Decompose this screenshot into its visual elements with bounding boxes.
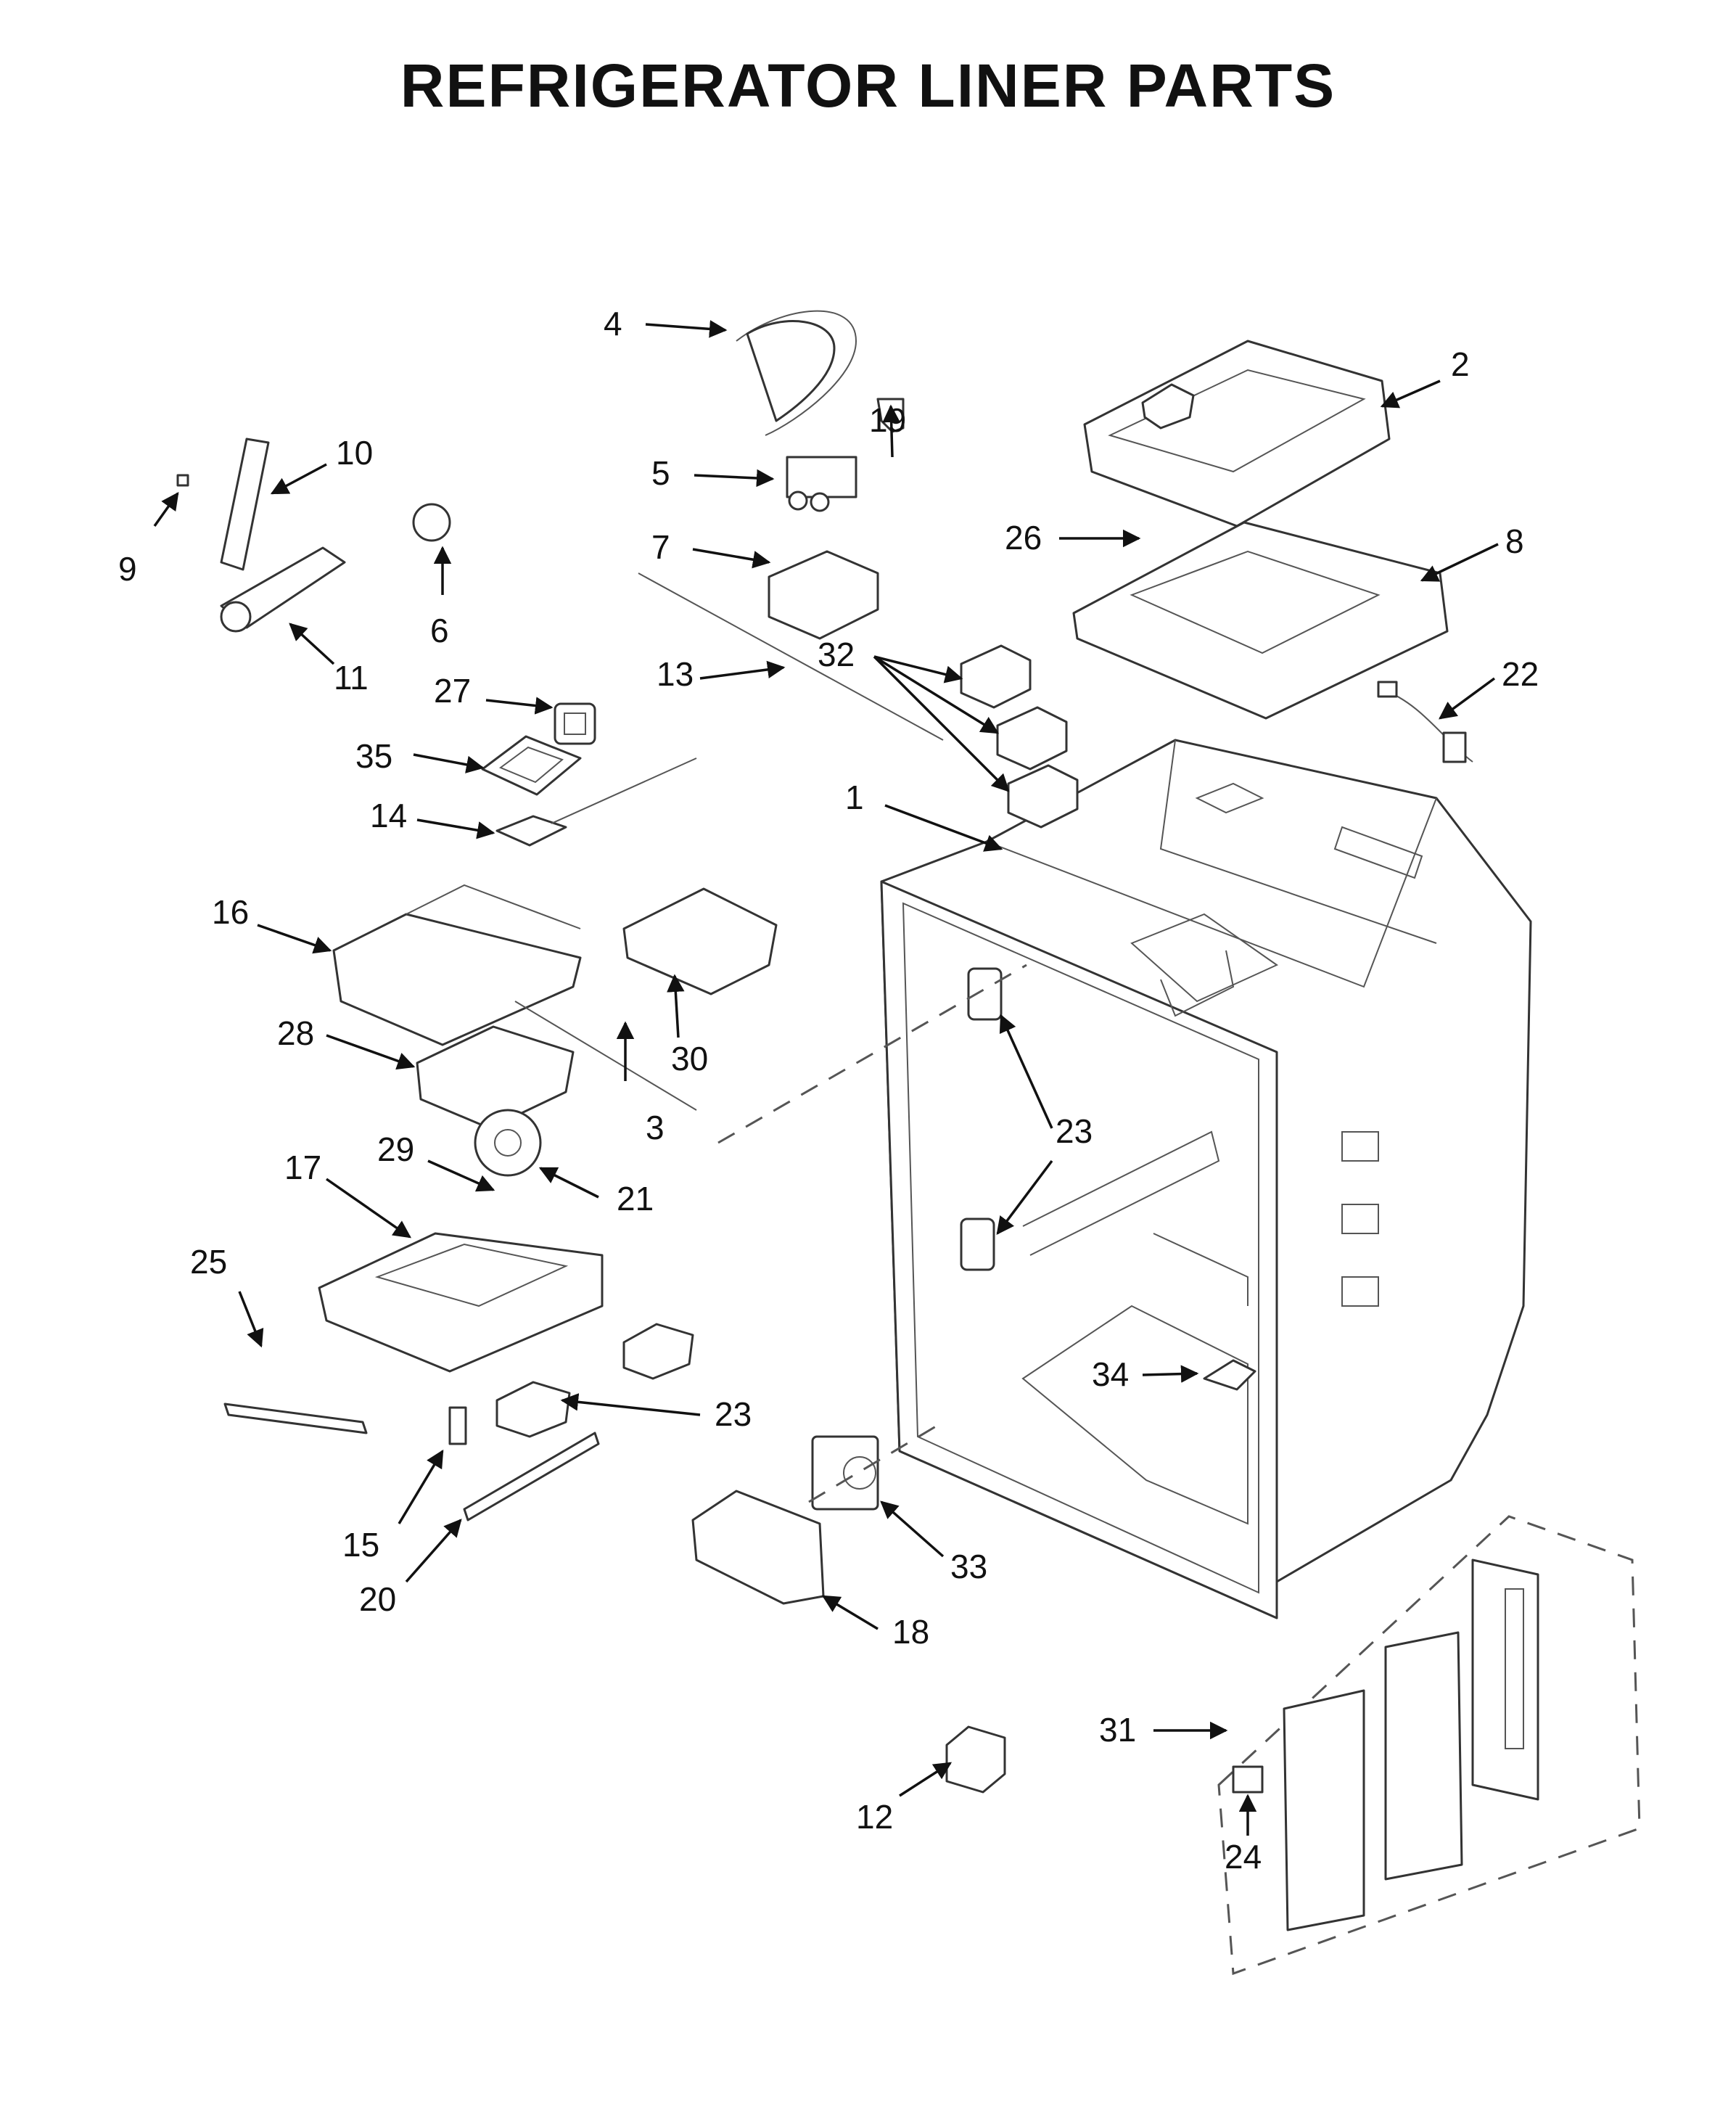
leader-lines xyxy=(153,320,1499,1836)
lamp-32-group xyxy=(960,644,1079,829)
callout-12: 12 xyxy=(856,1798,893,1836)
callout-32: 32 xyxy=(818,636,855,673)
callout-10: 10 xyxy=(336,434,373,472)
callout-19: 19 xyxy=(869,401,906,439)
callout-23b: 23 xyxy=(715,1395,752,1433)
callout-34: 34 xyxy=(1092,1355,1129,1393)
callout-14: 14 xyxy=(370,797,407,834)
lamp-23-lower xyxy=(495,1323,694,1438)
panel-24 xyxy=(1232,1765,1264,1794)
part-34 xyxy=(1203,1359,1256,1391)
callout-8: 8 xyxy=(1505,522,1524,560)
callout-11: 11 xyxy=(334,659,369,697)
callout-3: 3 xyxy=(646,1109,665,1146)
rail-25 xyxy=(223,1403,368,1434)
board-28 xyxy=(416,1025,575,1130)
valve-5 xyxy=(786,456,857,512)
callout-22: 22 xyxy=(1502,655,1539,693)
callout-15: 15 xyxy=(342,1526,379,1564)
projection-line xyxy=(808,1421,944,1503)
projection-line xyxy=(717,964,1027,1144)
seal-27 xyxy=(554,702,596,745)
callout-21: 21 xyxy=(617,1180,654,1217)
fan-21 xyxy=(474,1109,542,1177)
callout-16: 16 xyxy=(212,893,249,931)
callout-7: 7 xyxy=(651,528,670,566)
panel-8 xyxy=(1072,521,1449,720)
gasket-35 xyxy=(481,735,582,796)
harness-22 xyxy=(1377,681,1473,763)
housing-7 xyxy=(768,550,879,640)
housing-assembly-2 xyxy=(1083,340,1391,527)
callout-27: 27 xyxy=(434,672,471,710)
callout-20: 20 xyxy=(359,1580,396,1618)
callout-23a: 23 xyxy=(1056,1112,1093,1150)
bracket-26 xyxy=(1141,383,1195,430)
screw-15 xyxy=(448,1406,467,1445)
door-parts-31 xyxy=(1283,1558,1539,1931)
callout-6: 6 xyxy=(430,612,449,649)
sensor-14 xyxy=(495,757,697,847)
callout-5: 5 xyxy=(651,454,670,492)
filter-12 xyxy=(945,1725,1006,1794)
wire-3 xyxy=(514,1001,697,1111)
evaporator-cover-17 xyxy=(318,1232,604,1373)
callout-35: 35 xyxy=(355,737,392,775)
control-board-16 xyxy=(332,884,582,1046)
rod-13 xyxy=(638,572,944,741)
part-6 xyxy=(412,503,451,542)
callout-30: 30 xyxy=(671,1040,708,1077)
callout-31: 31 xyxy=(1099,1711,1136,1749)
callout-26: 26 xyxy=(1005,519,1042,557)
callout-labels: 1 2 3 4 5 6 7 8 9 10 11 12 13 14 15 16 1… xyxy=(118,305,1539,1876)
callout-18: 18 xyxy=(892,1613,929,1651)
tube-4 xyxy=(736,310,857,436)
cover-30 xyxy=(622,887,778,995)
damper-33 xyxy=(811,1435,879,1511)
callout-1: 1 xyxy=(845,779,864,816)
door-dashed-outline xyxy=(1217,1515,1641,1976)
clip-9 xyxy=(176,474,189,487)
callout-28: 28 xyxy=(277,1014,314,1052)
callout-9: 9 xyxy=(118,550,137,588)
lamp-23-side xyxy=(960,967,1003,1271)
bin-18 xyxy=(691,1490,825,1605)
callout-2: 2 xyxy=(1451,345,1470,383)
callout-4: 4 xyxy=(604,305,622,342)
callout-17: 17 xyxy=(284,1149,321,1186)
refrigerator-liner xyxy=(880,739,1532,1619)
cover-10 xyxy=(220,438,270,571)
callout-24: 24 xyxy=(1225,1838,1262,1876)
rail-20 xyxy=(463,1432,600,1521)
callout-13: 13 xyxy=(657,655,694,693)
callout-33: 33 xyxy=(950,1548,987,1585)
callout-29: 29 xyxy=(377,1130,414,1168)
page-title: REFRIGERATOR LINER PARTS xyxy=(400,52,1336,120)
callout-25: 25 xyxy=(190,1243,227,1281)
filter-11 xyxy=(220,546,346,633)
